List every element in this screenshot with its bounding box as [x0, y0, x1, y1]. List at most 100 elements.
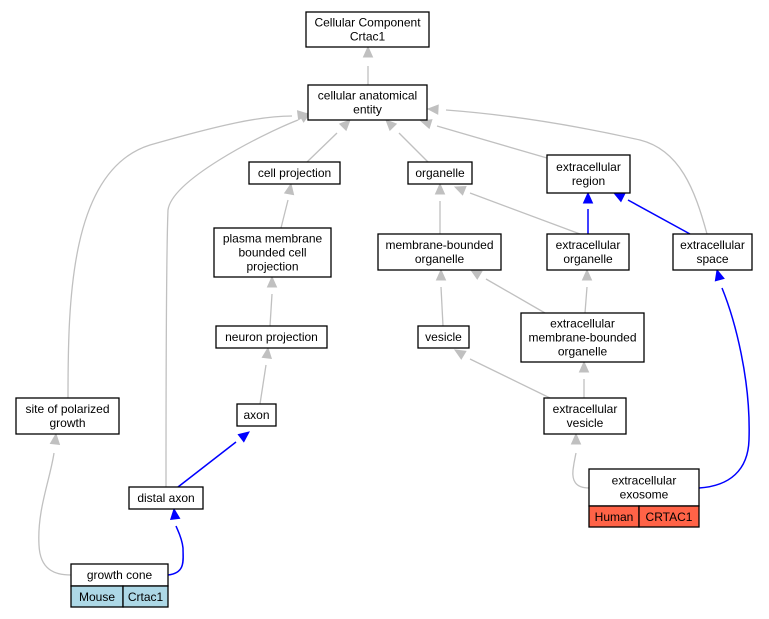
- annotation-ecexosome: Human CRTAC1: [588, 505, 700, 528]
- node-box: [215, 325, 328, 349]
- edge-axon-to-neuronproj: [259, 364, 267, 405]
- node-label: extracellular: [553, 402, 618, 416]
- node-axon[interactable]: axon: [236, 403, 277, 427]
- arrowhead-distalaxon-to-axon: [237, 431, 250, 443]
- node-label: organelle: [558, 345, 608, 359]
- node-distalaxon[interactable]: distal axon: [128, 486, 204, 510]
- node-label: vesicle: [567, 416, 604, 430]
- node-box: [15, 397, 120, 435]
- node-box: [236, 403, 277, 427]
- arrowhead-cae-to-root: [362, 45, 374, 58]
- species-label: Mouse: [79, 590, 115, 604]
- node-label: plasma membrane: [223, 232, 323, 246]
- arrowhead-ecorg-to-organelle: [453, 186, 467, 196]
- node-neuronproj[interactable]: neuron projection: [215, 325, 328, 349]
- arrowhead-growthcone-to-distalaxon: [169, 507, 181, 521]
- arrowhead-ecvesicle-to-ecmbo: [578, 360, 590, 373]
- node-box: [520, 312, 645, 363]
- node-label: organelle: [415, 166, 465, 180]
- edge-ecspace-to-ecregion: [627, 199, 691, 235]
- node-box: [377, 233, 502, 271]
- node-label: space: [696, 252, 728, 266]
- gene-label: Crtac1: [128, 590, 164, 604]
- node-label: extracellular: [556, 238, 621, 252]
- node-label: site of polarized: [25, 402, 109, 416]
- annotation-growthcone: Mouse Crtac1: [70, 585, 169, 608]
- node-box: [672, 233, 753, 271]
- arrowhead-vesicle-to-mbo: [435, 268, 447, 281]
- node-label: Crtac1: [350, 30, 386, 44]
- arrowhead-axon-to-neuronproj: [261, 346, 273, 360]
- edge-distalaxon-to-axon: [177, 441, 237, 488]
- node-cellproj[interactable]: cell projection: [248, 161, 341, 185]
- node-label: axon: [243, 408, 269, 422]
- edge-ecexosome-to-ecspace: [698, 287, 750, 489]
- edge-sopg-to-cae: [67, 115, 293, 399]
- node-box: [407, 161, 473, 185]
- node-label: organelle: [563, 252, 613, 266]
- gene-label: CRTAC1: [646, 510, 693, 524]
- edge-ecorg-to-organelle: [469, 192, 581, 235]
- arrowhead-ecexosome-to-ecspace: [714, 268, 725, 282]
- node-box: [128, 486, 204, 510]
- node-box: [417, 325, 470, 349]
- edge-ecspace-to-cae: [445, 109, 708, 235]
- edge-growthcone-to-sopg: [38, 452, 72, 576]
- node-box: [588, 468, 700, 507]
- node-label: cellular anatomical: [318, 89, 417, 103]
- node-label: growth: [49, 416, 85, 430]
- edge-neuronproj-to-pmbcp: [269, 293, 273, 327]
- edges-layer: [38, 45, 750, 576]
- gene-cell: [122, 585, 169, 608]
- edge-ecmbo-to-ecorg: [584, 286, 588, 314]
- arrowhead-distalaxon-to-cae: [298, 112, 312, 123]
- node-label: entity: [353, 103, 382, 117]
- node-label: organelle: [415, 252, 465, 266]
- edge-ecexosome-to-ecvesicle: [572, 452, 590, 489]
- edge-distalaxon-to-cae: [165, 119, 299, 488]
- node-label: growth cone: [87, 568, 153, 582]
- node-box: [543, 397, 627, 435]
- species-label: Human: [595, 510, 634, 524]
- node-label: extracellular: [556, 160, 621, 174]
- node-label: neuron projection: [225, 330, 318, 344]
- node-box: [248, 161, 341, 185]
- node-label: membrane-bounded: [385, 238, 493, 252]
- node-box: [307, 84, 428, 121]
- arrowhead-ecmbo-to-mbo: [469, 269, 483, 280]
- node-label: bounded cell: [238, 246, 306, 260]
- arrowhead-growthcone-to-sopg: [49, 432, 61, 445]
- node-organelle[interactable]: organelle: [407, 161, 473, 185]
- arrowhead-ecexosome-to-ecvesicle: [570, 432, 582, 445]
- node-vesicle[interactable]: vesicle: [417, 325, 470, 349]
- edge-ecregion-to-cae: [436, 125, 548, 159]
- node-label: cell projection: [258, 166, 331, 180]
- gene-cell: [638, 505, 700, 528]
- node-label: extracellular: [612, 474, 677, 488]
- arrowhead-ecspace-to-ecregion: [612, 192, 626, 203]
- node-label: exosome: [620, 488, 669, 502]
- arrowhead-ecregion-to-cae: [419, 119, 433, 130]
- node-box: [305, 11, 430, 48]
- arrowhead-ecvesicle-to-vesicle: [453, 349, 467, 360]
- edge-cellproj-to-cae: [306, 132, 338, 163]
- node-label: Cellular Component: [314, 16, 421, 30]
- edge-growthcone-to-distalaxon: [167, 525, 184, 576]
- node-label: projection: [246, 260, 298, 274]
- node-label: distal axon: [137, 491, 194, 505]
- node-label: extracellular: [550, 317, 615, 331]
- edge-ecmbo-to-mbo: [485, 278, 546, 314]
